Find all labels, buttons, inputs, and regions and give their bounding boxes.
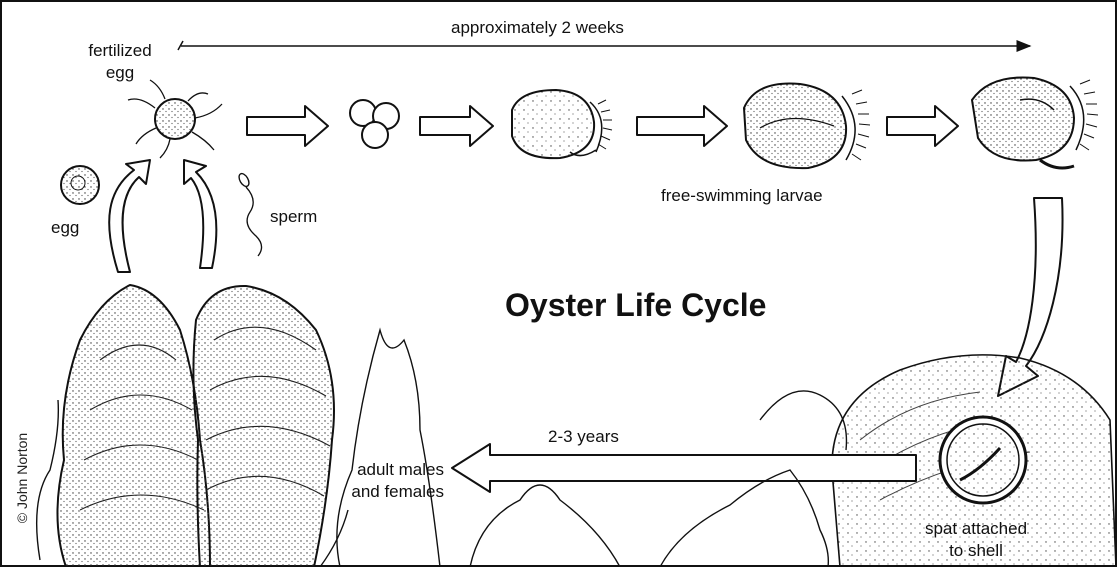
egg-label: egg [51, 217, 79, 239]
diagram-title: Oyster Life Cycle [505, 287, 766, 324]
spat [940, 417, 1026, 503]
larval-period-arrow [178, 41, 1030, 50]
larva-early [512, 90, 612, 158]
background-oyster-outlines [337, 330, 847, 567]
image-credit: © John Norton [14, 418, 30, 538]
sperm [237, 172, 262, 256]
larva-pediveliger [972, 77, 1098, 168]
spat-label-line2: to shell [906, 540, 1046, 562]
fertilized-egg-label-line2: egg [78, 62, 162, 84]
sperm-label: sperm [270, 206, 317, 228]
larval-period-label: approximately 2 weeks [451, 17, 624, 39]
larvae-label: free-swimming larvae [661, 185, 823, 207]
adults-label-line1: adult males [322, 459, 444, 481]
larva-veliger [744, 84, 870, 169]
adult-oysters [37, 285, 348, 567]
cleavage-stage-embryo [350, 100, 399, 148]
adults-label-line2: and females [322, 481, 444, 503]
egg [61, 166, 99, 204]
growth-period-label: 2-3 years [548, 426, 619, 448]
spat-label-line1: spat attached [906, 518, 1046, 540]
spawning-arrows [109, 160, 216, 272]
fertilized-egg-label-line1: fertilized [78, 40, 162, 62]
fertilized-egg [128, 80, 222, 158]
